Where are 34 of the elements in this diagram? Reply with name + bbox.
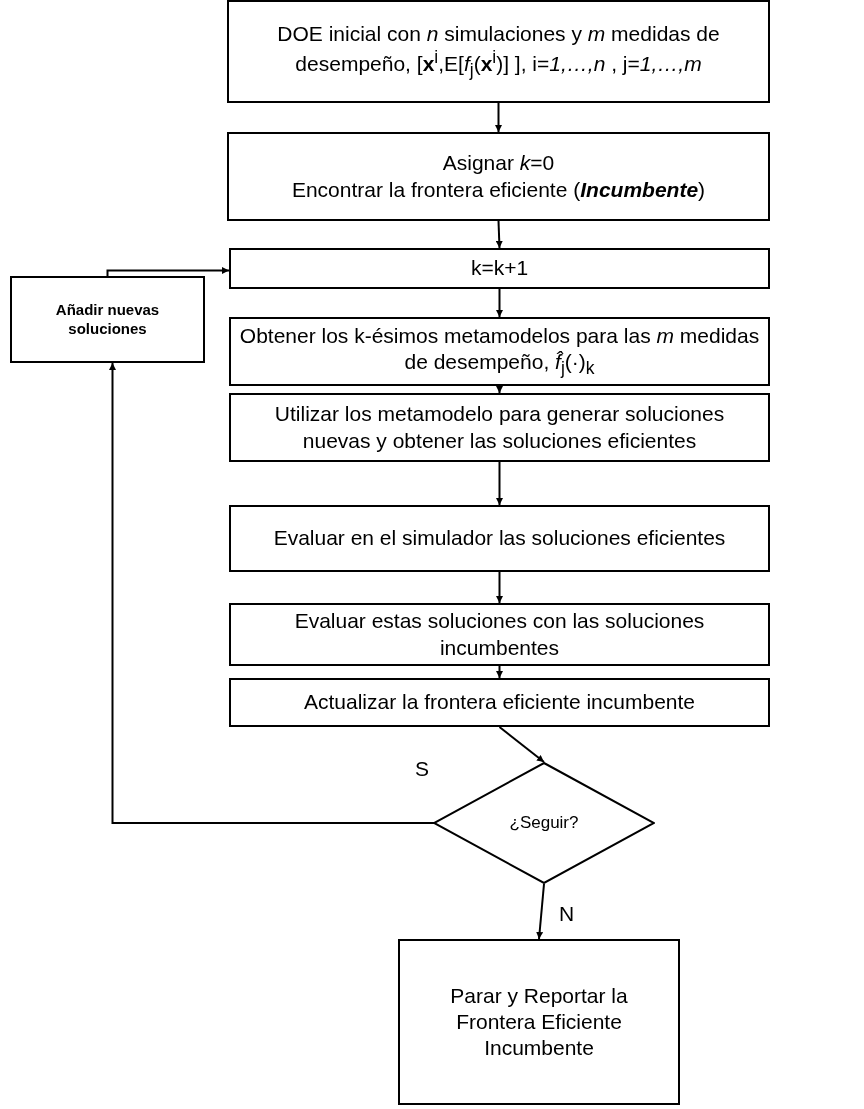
step-text: Parar y Reportar la Frontera Eficiente Incumbente (449, 982, 629, 1062)
step-text: Añadir nuevas soluciones (54, 300, 161, 339)
step-text: Evaluar estas soluciones con las soluciones incumbentes (293, 608, 706, 661)
step-text: Encontrar la frontera eficiente (Incumbente) (290, 176, 707, 203)
decision-diamond (433, 762, 655, 884)
process-box (229, 248, 770, 289)
process-box (229, 393, 770, 462)
arrow (106, 267, 230, 277)
step-text: Obtener los k-ésimos metamodelos para las m medidas de desempeño, f̂$_{j}$(·)$_{k}$ (238, 322, 761, 381)
arrow (496, 385, 503, 394)
process-box (229, 603, 770, 666)
arrow (495, 220, 503, 249)
step-text: Utilizar los metamodelo para generar soluciones nuevas y obtener las soluciones eficientes (273, 401, 726, 454)
process-box (229, 317, 770, 386)
process-box (227, 132, 770, 221)
arrow (536, 883, 545, 940)
process-box (227, 0, 770, 103)
process-box (398, 939, 680, 1105)
step-text: Asignar k=0 (441, 150, 556, 177)
step-text: k=k+1 (469, 255, 530, 282)
arrow (496, 665, 503, 679)
arrow (496, 571, 503, 604)
step-text: Evaluar en el simulador las soluciones eficientes (272, 525, 727, 552)
process-box (229, 505, 770, 572)
arrow (496, 461, 503, 506)
arrow (498, 726, 545, 763)
process-box (10, 276, 205, 363)
arrow (109, 362, 435, 824)
step-text: DOE inicial con n simulaciones y m medidas de desempeño, [x$^{i}$,E[f$_{j}$(x$^{i}$)] ], i=1,…,n , j=1,…,m (276, 20, 721, 83)
process-box (229, 678, 770, 727)
step-text: Actualizar la frontera eficiente incumbente (302, 689, 696, 716)
arrow (495, 102, 502, 133)
step-text: ¿Seguir? (508, 812, 580, 834)
arrow (496, 288, 503, 318)
